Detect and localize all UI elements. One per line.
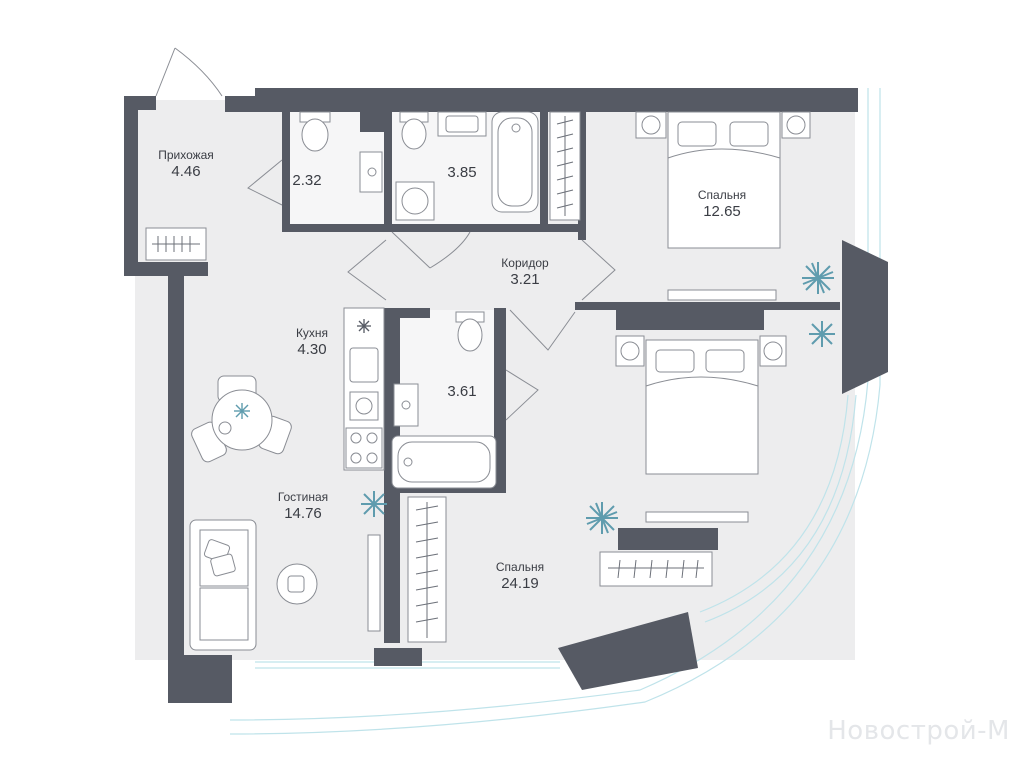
room-area: 4.30: [297, 341, 327, 358]
room-bedroom-1: Спальня 12.65: [698, 188, 746, 222]
room-corridor: Коридор 3.21: [501, 256, 548, 290]
room-wc: 2.32: [292, 172, 321, 191]
room-bath-1: 3.85: [447, 164, 476, 183]
watermark: Новострой-М: [827, 716, 1010, 746]
room-name: Гостиная: [277, 490, 329, 504]
room-area: 14.76: [284, 505, 322, 522]
room-bedroom-2: Спальня 24.19: [496, 560, 544, 594]
room-name: Спальня: [495, 560, 545, 574]
room-name: Кухня: [295, 326, 329, 340]
room-area: 12.65: [703, 203, 741, 220]
room-name: Спальня: [697, 188, 747, 202]
room-area: 2.32: [292, 172, 322, 189]
walls: [124, 88, 888, 703]
room-bath-2: 3.61: [447, 383, 476, 402]
room-name: Прихожая: [158, 148, 214, 162]
room-living: Гостиная 14.76: [278, 490, 328, 524]
snowflake-icon: [357, 319, 371, 333]
doors: [155, 47, 616, 421]
room-name: Коридор: [501, 256, 549, 270]
room-area: 24.19: [501, 575, 539, 592]
room-area: 3.61: [447, 383, 477, 400]
hanger-marks: [415, 119, 699, 623]
entrance-door-icon: [155, 47, 223, 97]
furniture: [145, 111, 811, 651]
room-area: 3.85: [447, 164, 477, 181]
room-area: 3.21: [510, 271, 540, 288]
room-area: 4.46: [171, 163, 201, 180]
room-kitchen: Кухня 4.30: [296, 326, 328, 360]
plant-icon: [234, 262, 835, 534]
room-hallway: Прихожая 4.46: [158, 148, 214, 182]
